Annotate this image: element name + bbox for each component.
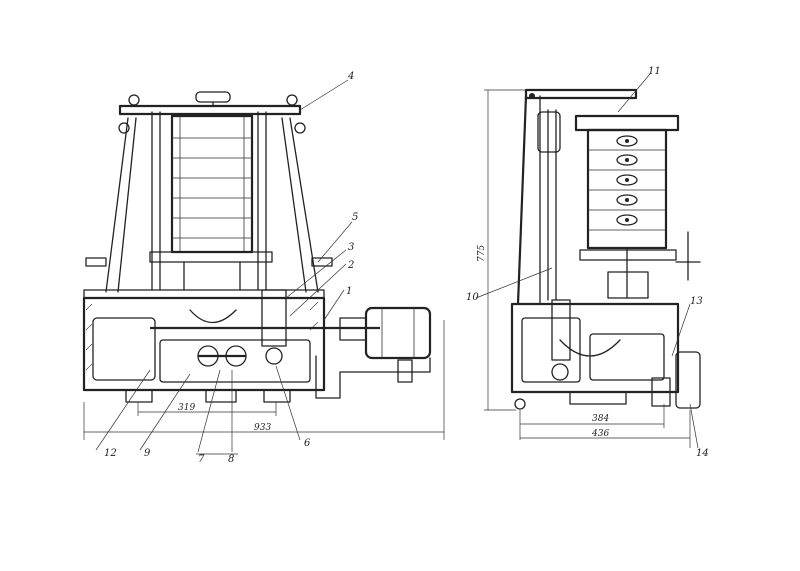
side-base-housing <box>510 302 680 394</box>
front-dim-319: 319 <box>178 403 195 413</box>
callout-14: 14 <box>696 448 709 459</box>
front-foot-right <box>263 389 291 403</box>
front-right-leg-inner <box>281 117 307 293</box>
front-base-hatching <box>85 301 319 371</box>
side-dim-775: 775 <box>477 245 487 262</box>
side-gear-compartment <box>589 333 665 381</box>
front-dim-933: 933 <box>254 423 271 433</box>
side-dim-436: 436 <box>591 429 609 439</box>
callout-12: 12 <box>104 448 117 459</box>
front-motor-bracket <box>315 355 431 399</box>
front-sieve-platform <box>149 251 273 263</box>
side-sieve-platform <box>579 249 677 261</box>
callout-10: 10 <box>466 292 479 303</box>
callout-2: 2 <box>347 260 354 271</box>
side-sieve-layers <box>588 149 666 231</box>
front-wing-nut-left <box>118 122 130 134</box>
front-sieve-layers <box>172 116 252 252</box>
front-top-plate <box>83 289 325 299</box>
front-left-compartment <box>92 317 156 381</box>
front-left-leg-outer <box>105 117 129 293</box>
callout-1: 1 <box>346 286 352 297</box>
side-leveling-foot <box>514 398 526 410</box>
front-base-housing <box>82 296 326 392</box>
front-knob-right <box>286 94 298 106</box>
front-foot-left <box>125 389 153 403</box>
side-pulley <box>551 363 569 381</box>
front-dimension-lines <box>83 320 445 440</box>
callout-4: 4 <box>347 71 354 82</box>
side-top-arm <box>524 88 638 100</box>
side-foot <box>569 391 627 405</box>
side-motor-mount <box>651 377 671 407</box>
front-motor-body <box>364 306 432 360</box>
side-drive-head <box>607 271 649 299</box>
front-wing-nut-right <box>294 122 306 134</box>
side-view: 775 384 436 11 10 13 14 <box>466 66 709 459</box>
side-sieve-labels <box>616 135 638 226</box>
side-left-compartment <box>521 317 581 383</box>
callout-8: 8 <box>228 454 234 465</box>
front-top-handwheel <box>195 91 231 103</box>
callout-9: 9 <box>144 448 151 459</box>
side-upper-bracket <box>537 111 561 153</box>
front-side-clamp-left <box>85 257 107 267</box>
front-side-clamp-right <box>311 257 333 267</box>
side-drive-column <box>551 299 571 361</box>
callout-7: 7 <box>198 454 205 465</box>
callout-6: 6 <box>304 438 311 449</box>
callout-13: 13 <box>690 296 703 307</box>
callout-11: 11 <box>648 66 661 77</box>
side-sieve-lid <box>574 114 680 132</box>
side-eccentric-arc <box>559 339 621 357</box>
front-drive-pulley <box>265 347 283 365</box>
front-view: 319 933 4 5 3 2 1 12 9 7 8 6 <box>82 71 445 465</box>
front-gear-compartment <box>159 339 311 383</box>
side-dim-384: 384 <box>592 414 609 424</box>
side-pivot <box>529 93 535 99</box>
front-knob-left <box>128 94 140 106</box>
side-frame-back <box>516 95 528 305</box>
side-leaders <box>475 73 699 449</box>
side-dimension-lines <box>484 89 691 448</box>
front-leaders <box>95 79 353 455</box>
callout-3: 3 <box>348 242 354 253</box>
front-motor-coupling <box>339 317 367 341</box>
callout-5: 5 <box>352 212 358 223</box>
side-motor <box>675 351 701 409</box>
front-right-leg-outer <box>289 117 319 293</box>
front-sieve-stack <box>170 114 254 254</box>
front-top-crossbar <box>118 104 302 116</box>
front-drive-column <box>261 289 287 347</box>
front-left-leg-inner <box>117 117 137 293</box>
front-eccentric-arc <box>189 309 237 324</box>
front-motor-mount <box>397 359 413 383</box>
front-foot-mid <box>205 389 237 403</box>
